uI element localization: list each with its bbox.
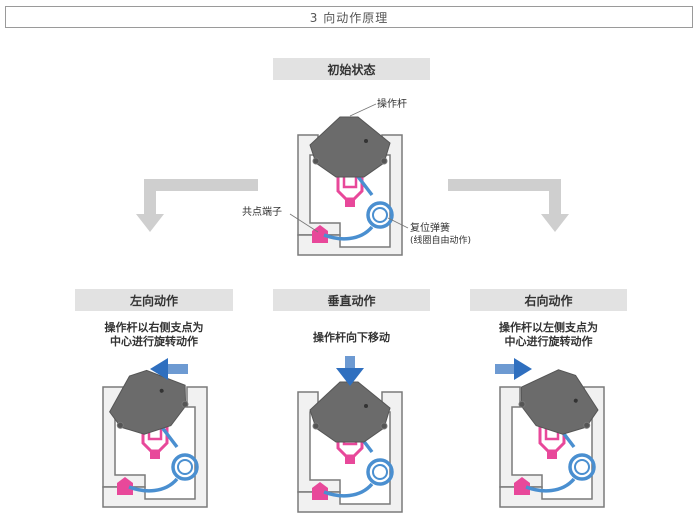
diagram-left-action xyxy=(100,360,209,509)
label-initial-state: 初始状态 xyxy=(273,58,430,80)
diagram-vertical-action xyxy=(296,381,404,514)
callout-common-terminal: 共点端子 xyxy=(242,207,282,218)
callout-lever: 操作杆 xyxy=(377,99,407,110)
label-left-action: 左向动作 xyxy=(75,289,233,311)
label-right-action: 右向动作 xyxy=(470,289,627,311)
desc-vertical-action: 操作杆向下移动 xyxy=(313,331,390,344)
diagram-right-action xyxy=(498,360,607,509)
callout-spring: 复位弹簧 (线圈自由动作) xyxy=(410,223,472,246)
label-vertical-action: 垂直动作 xyxy=(273,289,430,311)
desc-left-action: 操作杆以右侧支点为 中心进行旋转动作 xyxy=(104,321,204,348)
arrow-gray-right xyxy=(541,214,569,232)
desc-right-action: 操作杆以左侧支点为 中心进行旋转动作 xyxy=(499,321,598,348)
arrow-blue-down xyxy=(336,368,364,386)
diagram-initial-state xyxy=(296,116,404,257)
arrow-blue-left xyxy=(150,358,168,380)
arrow-gray-left xyxy=(136,214,164,232)
arrow-blue-right xyxy=(514,358,532,380)
page-title: 3 向动作原理 xyxy=(5,6,693,28)
